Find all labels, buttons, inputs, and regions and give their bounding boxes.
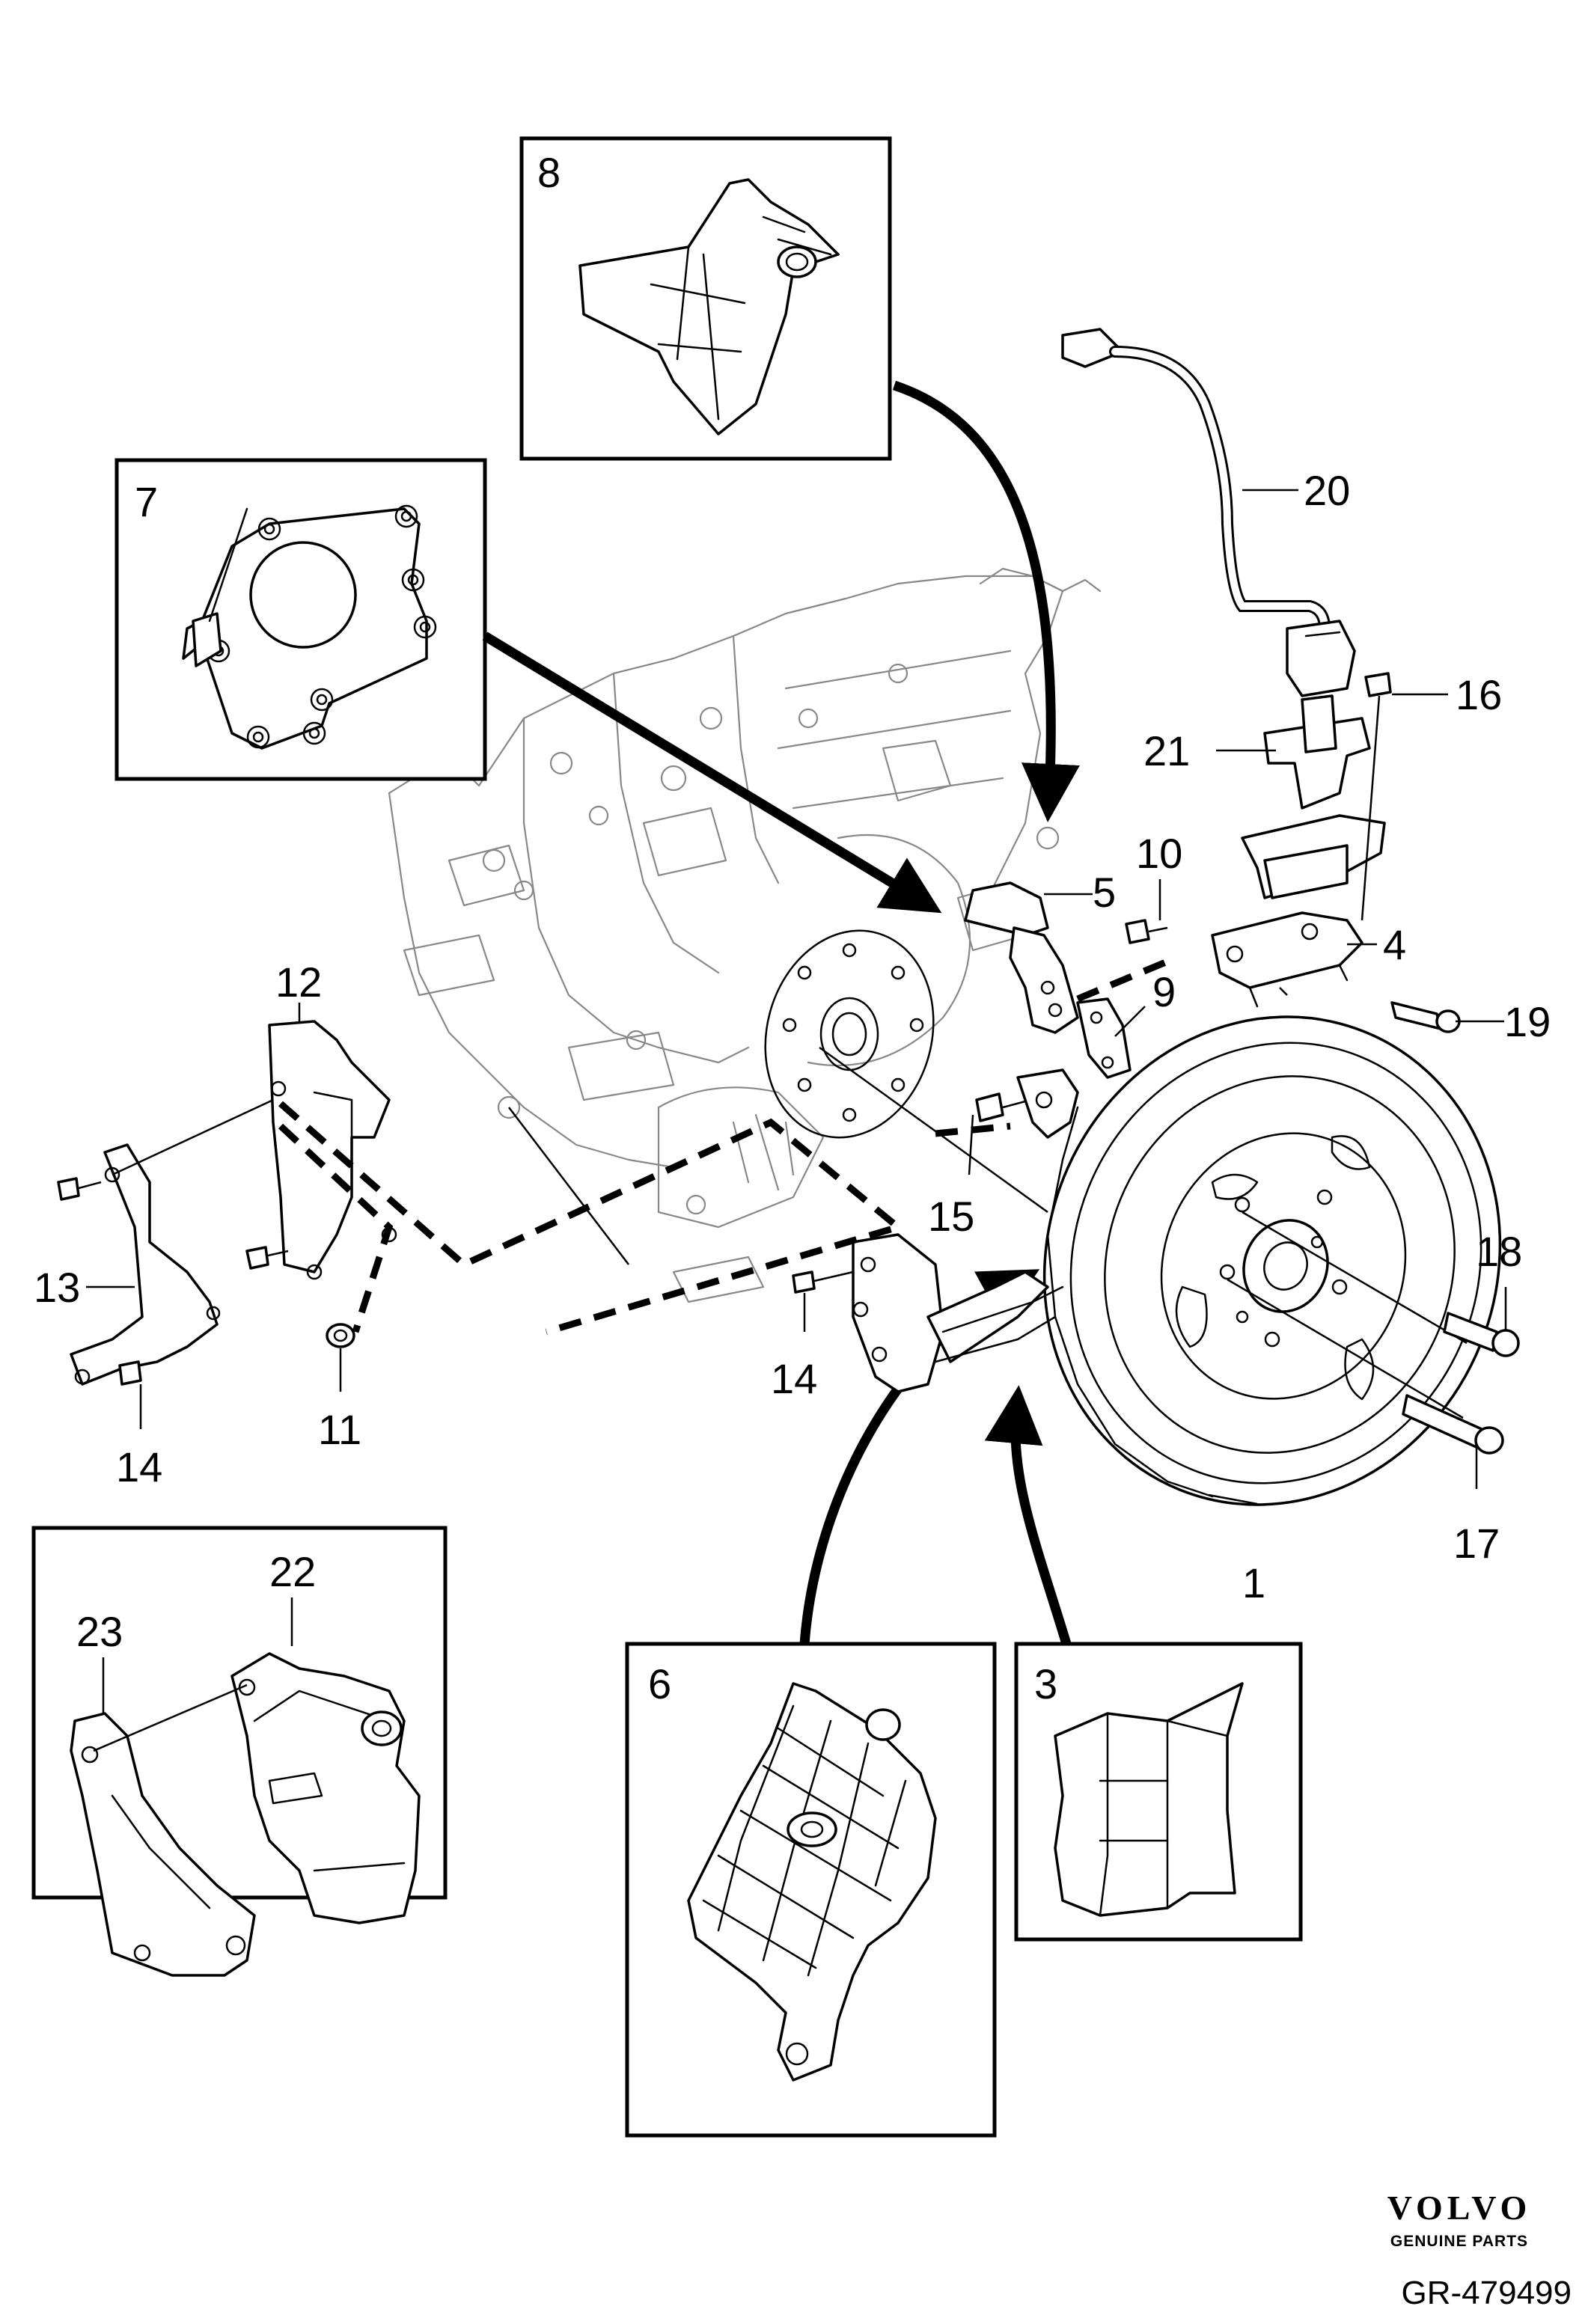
callout-13: 13 <box>34 1264 80 1311</box>
figure-reference: GR-479499 <box>1401 2275 1572 2311</box>
callout-1: 1 <box>1242 1559 1265 1606</box>
callout-14-center: 14 <box>771 1355 817 1402</box>
callout-17: 17 <box>1453 1520 1500 1567</box>
inset-box-22-23: 23 22 <box>31 1526 448 1977</box>
callout-11: 11 <box>318 1406 361 1453</box>
callout-5: 5 <box>1093 869 1116 916</box>
callout-15: 15 <box>928 1193 974 1240</box>
inset-box-3: 3 <box>1014 1642 1303 1942</box>
callout-20: 20 <box>1304 467 1350 514</box>
callout-14-left: 14 <box>116 1443 162 1490</box>
crankshaft-flange <box>764 929 935 1139</box>
part-sensor-small <box>1016 1068 1079 1139</box>
inset-box-8: 8 <box>519 136 892 461</box>
part-14-bolt-left <box>57 1177 142 1386</box>
engine-block-outline <box>388 567 1102 1303</box>
inset-box-7: 7 <box>114 458 487 781</box>
part-12-bracket <box>268 1020 397 1280</box>
part-23-bracket <box>70 1712 256 1977</box>
part-8-bracket <box>578 178 840 435</box>
callout-7: 7 <box>135 478 158 525</box>
callout-12: 12 <box>275 958 322 1006</box>
part-9-gasket <box>1076 997 1132 1079</box>
part-17-bolt <box>1402 1394 1504 1455</box>
callout-3: 3 <box>1034 1660 1057 1707</box>
callout-21: 21 <box>1143 727 1190 774</box>
callout-8: 8 <box>537 149 561 196</box>
part-4-bracket <box>1211 911 1364 1008</box>
part-13-bracket <box>70 1143 221 1386</box>
part-sensor-body <box>1241 814 1386 899</box>
callout-10: 10 <box>1136 830 1182 877</box>
part-3-insulator <box>1054 1682 1244 1917</box>
part-10-bolt <box>1125 919 1168 944</box>
dashed-line-12-to-11 <box>278 1123 394 1333</box>
part-14-engine-mount <box>792 1233 1064 1393</box>
part-11-nut <box>326 1323 355 1348</box>
dashed-line-12-to-engine <box>278 1101 906 1336</box>
part-16-bolt <box>1361 672 1392 921</box>
dashed-line-10 <box>1076 958 1169 1003</box>
callout-6: 6 <box>648 1660 671 1707</box>
part-7-gasket <box>182 504 437 750</box>
arrow-8-to-engine <box>892 380 1080 822</box>
genuine-parts-tagline: GENUINE PARTS <box>1390 2233 1529 2250</box>
part-18-bolt <box>1443 1312 1520 1357</box>
callout-23: 23 <box>76 1608 123 1655</box>
callout-22: 22 <box>269 1548 316 1595</box>
arrow-7-to-engine <box>482 632 942 914</box>
callout-4: 4 <box>1383 921 1406 968</box>
part-19-bolt <box>1390 1001 1461 1033</box>
callout-9: 9 <box>1152 968 1176 1015</box>
part-21-connector <box>1263 694 1371 810</box>
callout-16: 16 <box>1456 671 1502 718</box>
callout-18: 18 <box>1476 1228 1522 1275</box>
arrow-3-to-flywheel <box>984 1385 1072 1645</box>
part-14-bolt-center-left <box>245 1246 289 1270</box>
part-22-cover <box>230 1652 421 1924</box>
part-6-shield <box>687 1682 937 2082</box>
volvo-logo: VOLVO <box>1387 2189 1532 2227</box>
part-15-bolt <box>975 1092 1026 1122</box>
part-1-flywheel <box>1042 1015 1502 1506</box>
part-5-bracket <box>964 881 1079 1034</box>
inset-box-6: 6 <box>625 1642 997 2138</box>
part-20-harness <box>1061 328 1356 697</box>
callout-19: 19 <box>1504 998 1551 1045</box>
